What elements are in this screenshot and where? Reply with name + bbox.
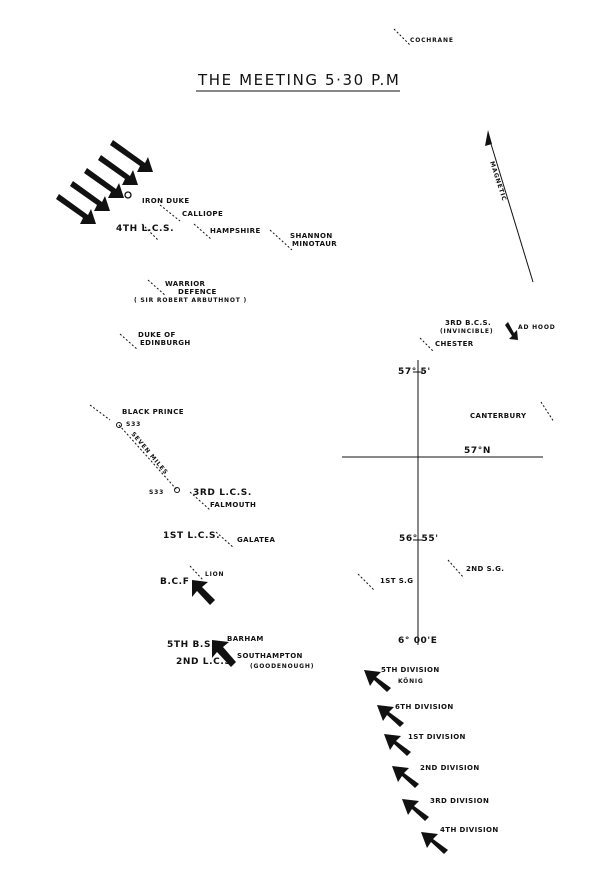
minotaur-label: MINOTAUR: [292, 240, 337, 248]
third-lcs-label: 3RD L.C.S.: [193, 488, 252, 498]
compass-arrowhead: [485, 130, 492, 146]
lion-marker: [189, 565, 204, 581]
hampshire-marker: [193, 223, 213, 241]
bcf-arrow: [192, 580, 215, 605]
chester-label: CHESTER: [435, 340, 474, 348]
warrior-defence-marker: [147, 279, 167, 297]
second-sg-marker: [447, 559, 465, 579]
third-bcs-label: 3RD B.C.S.: [445, 319, 491, 327]
canterbury-marker: [540, 401, 555, 423]
lat-56-55-label: 56° 55': [399, 534, 439, 544]
defence-label: DEFENCE: [178, 288, 217, 296]
galatea-label: GALATEA: [237, 536, 275, 544]
third-bcs-arrow: [505, 322, 518, 340]
s33-bottom-marker: [174, 487, 180, 493]
chester-marker: [419, 337, 435, 353]
second-division-label: 2ND DIVISION: [420, 764, 480, 772]
warrior-label: WARRIOR: [165, 280, 206, 288]
fifth-bs-arrow: [212, 640, 236, 667]
bcf-label: B.C.F: [160, 577, 189, 587]
lon-6-label: 6° 00'E: [398, 636, 438, 646]
duke-of-label: DUKE OF: [138, 331, 176, 339]
fifth-bs-label: 5TH B.S.: [167, 640, 215, 650]
hampshire-label: HAMPSHIRE: [210, 227, 261, 235]
duke-of-edinburgh-marker: [119, 333, 139, 351]
first-division-arrow: [384, 734, 411, 756]
first-sg-marker: [357, 573, 375, 591]
southampton-label: SOUTHAMPTON: [237, 652, 303, 660]
fourth-lcs-label: 4TH L.C.S.: [116, 224, 174, 234]
sixth-division-label: 6TH DIVISION: [395, 703, 454, 711]
lion-label: LION: [205, 571, 224, 578]
konig-label: KÖNIG: [398, 678, 424, 685]
ad-hood-label: AD HOOD: [518, 324, 556, 331]
first-sg-label: 1ST S.G: [380, 577, 413, 585]
map-title: THE MEETING 5·30 P.M: [197, 71, 400, 89]
sixth-division-arrow: [377, 705, 404, 727]
invincible-label: (INVINCIBLE): [440, 328, 493, 335]
galatea-marker: [215, 531, 235, 549]
goodenough-label: (GOODENOUGH): [250, 663, 314, 670]
seven-miles-label: SEVEN MILES: [129, 431, 169, 477]
grand-fleet-arrows: [56, 140, 153, 224]
lat-57-label: 57°N: [464, 446, 491, 456]
iron-duke-label: IRON DUKE: [142, 197, 190, 205]
s33-top-label: S33: [126, 421, 141, 428]
cochrane-label: COCHRANE: [410, 37, 454, 44]
shannon-label: SHANNON: [290, 232, 333, 240]
seven-miles-line: [118, 424, 178, 491]
fifth-division-arrow: [364, 670, 391, 692]
black-prince-marker: [89, 404, 111, 421]
first-lcs-label: 1ST L.C.S.: [163, 531, 220, 541]
arbuthnot-label: ( SIR ROBERT ARBUTHNOT ): [134, 297, 247, 304]
first-division-label: 1ST DIVISION: [408, 733, 466, 741]
fifth-division-label: 5TH DIVISION: [381, 666, 440, 674]
third-division-label: 3RD DIVISION: [430, 797, 489, 805]
falmouth-marker: [189, 491, 211, 511]
barham-label: BARHAM: [227, 635, 264, 643]
second-division-arrow: [392, 766, 419, 788]
iron-duke-marker: [124, 191, 132, 199]
shannon-marker: [269, 229, 293, 251]
second-sg-label: 2ND S.G.: [466, 565, 504, 573]
falmouth-label: FALMOUTH: [210, 501, 256, 509]
high-seas-fleet: 5TH DIVISION KÖNIG 6TH DIVISION 1ST DIVI…: [364, 666, 499, 854]
calliope-marker: [159, 204, 181, 222]
third-division-arrow: [402, 799, 429, 821]
lat-57-5-label: 57° 5': [398, 367, 431, 377]
canterbury-label: CANTERBURY: [470, 412, 527, 420]
compass-line: [487, 133, 534, 283]
black-prince-label: BLACK PRINCE: [122, 408, 184, 416]
s33-top-marker: [116, 422, 122, 428]
s33-bottom-label: S33: [149, 489, 164, 496]
fourth-division-arrow: [421, 832, 448, 854]
calliope-label: CALLIOPE: [182, 210, 223, 218]
fourth-division-label: 4TH DIVISION: [440, 826, 499, 834]
edinburgh-label: EDINBURGH: [140, 339, 191, 347]
cochrane-marker: [393, 28, 411, 46]
second-lcs-label: 2ND L.C.S.: [176, 657, 235, 667]
